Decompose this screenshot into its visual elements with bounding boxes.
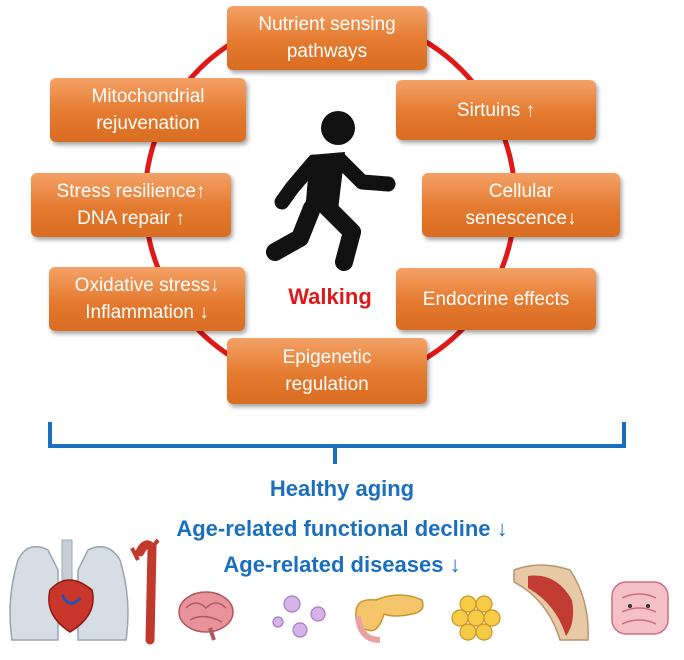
senescence-line1: Cellular [488, 181, 554, 202]
epigenetic-line1: Epigenetic [282, 347, 372, 368]
stress-line1: Stress resilience↑ [56, 181, 206, 202]
nutrient-line1: Nutrient sensing [258, 14, 396, 35]
endocrine-box: Endocrine effects [396, 268, 596, 330]
walking-person-icon [266, 111, 396, 271]
stress-line2: DNA repair ↑ [77, 208, 185, 229]
oxidative-line2: Inflammation ↓ [85, 302, 209, 323]
senescence-box: Cellular senescence↓ [422, 173, 620, 237]
grouping-bracket [48, 422, 626, 464]
lungs-heart-icon [9, 539, 129, 641]
diseases-text: Age-related diseases ↓ [223, 552, 461, 577]
healthy-aging-text: Healthy aging [269, 476, 415, 501]
nutrient-sensing-box: Nutrient sensing pathways [227, 6, 427, 70]
senescence-line2: senescence↓ [465, 208, 577, 229]
oxidative-line1: Oxidative stress↓ [74, 275, 220, 296]
mito-line2: rejuvenation [96, 113, 200, 134]
artery-icon [130, 538, 160, 645]
stress-resilience-box: Stress resilience↑ DNA repair ↑ [31, 173, 231, 237]
sirtuins-label: Sirtuins ↑ [456, 99, 536, 121]
muscle-icon [513, 564, 589, 641]
immune-cells-icon [272, 595, 326, 638]
epigenetic-line2: regulation [285, 374, 369, 395]
fat-cells-icon [451, 595, 501, 641]
intestine-icon [611, 581, 669, 635]
mito-line1: Mitochondrial [91, 86, 205, 107]
functional-decline-text: Age-related functional decline ↓ [176, 516, 508, 541]
endocrine-label: Endocrine effects [422, 288, 570, 310]
walking-label: Walking [288, 284, 372, 309]
epigenetic-box: Epigenetic regulation [227, 338, 427, 404]
sirtuins-box: Sirtuins ↑ [396, 80, 596, 140]
brain-icon [178, 591, 234, 641]
pancreas-icon [355, 594, 424, 643]
nutrient-line2: pathways [286, 41, 368, 62]
mitochondrial-box: Mitochondrial rejuvenation [50, 78, 246, 142]
oxidative-stress-box: Oxidative stress↓ Inflammation ↓ [49, 267, 245, 331]
